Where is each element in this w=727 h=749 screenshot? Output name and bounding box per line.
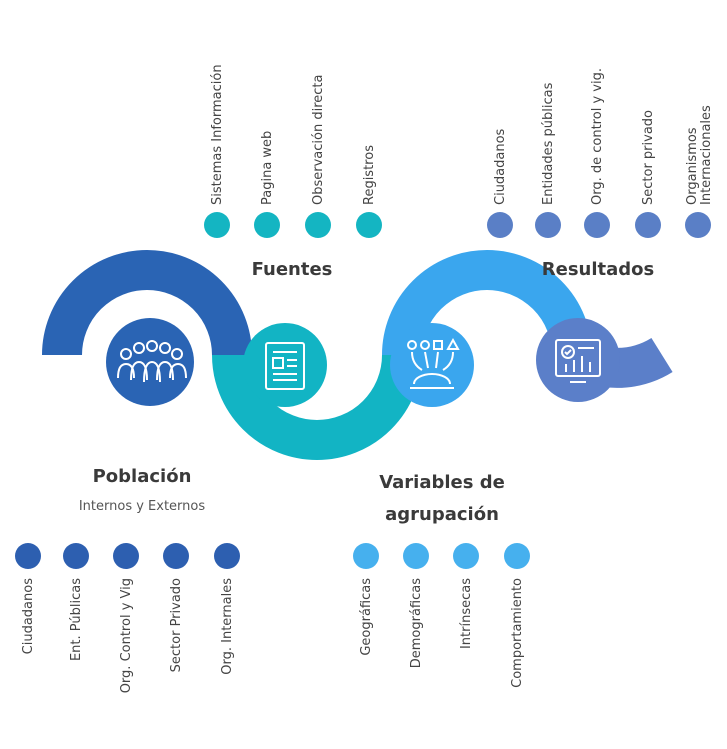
fuentes-dot [204, 212, 230, 238]
variables-title-line2: agrupación [385, 504, 499, 525]
fuentes-dot [305, 212, 331, 238]
fuentes-item-label: Registros [362, 145, 377, 205]
fuentes-title: Fuentes [252, 259, 333, 280]
poblacion-item-label: Ciudadanos [21, 578, 36, 655]
poblacion-dot [15, 543, 41, 569]
resultados-dot [635, 212, 661, 238]
analytics-screen-icon [536, 318, 620, 402]
variables-dot [353, 543, 379, 569]
variables-item-label: Comportamiento [510, 578, 525, 688]
variables-dot [403, 543, 429, 569]
poblacion-dot [63, 543, 89, 569]
variables-title-line1: Variables de [379, 472, 505, 493]
fuentes-item-label: Sistemas Información [210, 64, 225, 205]
fuentes-dot [356, 212, 382, 238]
fuentes-item-label: Pagina web [260, 131, 275, 205]
poblacion-item-label: Org. Control y Vig [119, 578, 134, 693]
shapes-gear-icon [390, 323, 474, 407]
wave-segment-poblacion [42, 250, 252, 356]
poblacion-dot [163, 543, 189, 569]
resultados-dot [584, 212, 610, 238]
resultados-dot [487, 212, 513, 238]
resultados-item-label: Org. de control y vig. [590, 68, 605, 205]
resultados-item-label: Sector privado [641, 110, 656, 205]
poblacion-item-label: Sector Privado [169, 578, 184, 672]
resultados-item-label: OrganismosInternacionales [685, 105, 714, 205]
resultados-dot [535, 212, 561, 238]
wave-segment-variables [382, 250, 592, 356]
resultados-item-label: Entidades públicas [541, 82, 556, 205]
poblacion-item-label: Org. Internales [220, 578, 235, 675]
variables-item-label: Intrínsecas [459, 578, 474, 649]
fuentes-item-label: Observación directa [311, 75, 326, 205]
variables-item-label: Geográficas [359, 578, 374, 656]
variables-items: Geográficas Demográficas Intrínsecas Compor… [353, 543, 530, 688]
variables-item-label: Demográficas [409, 578, 424, 668]
variables-dot [453, 543, 479, 569]
resultados-dot [685, 212, 711, 238]
variables-dot [504, 543, 530, 569]
poblacion-title: Población [93, 466, 192, 487]
document-icon [243, 323, 327, 407]
poblacion-item-label: Ent. Públicas [69, 578, 84, 661]
fuentes-dot [254, 212, 280, 238]
wave-segment-fuentes [212, 354, 422, 460]
resultados-title: Resultados [542, 259, 654, 280]
people-group-icon [106, 318, 194, 406]
poblacion-dot [214, 543, 240, 569]
resultados-item-label: Ciudadanos [493, 128, 508, 205]
poblacion-items: Ciudadanos Ent. Públicas Org. Control y Vi… [15, 543, 240, 693]
poblacion-subtitle: Internos y Externos [79, 499, 206, 514]
resultados-items: Ciudadanos Entidades públicas Org. de cont… [487, 68, 714, 238]
poblacion-dot [113, 543, 139, 569]
fuentes-items: Sistemas Información Pagina web Observació… [204, 64, 382, 238]
